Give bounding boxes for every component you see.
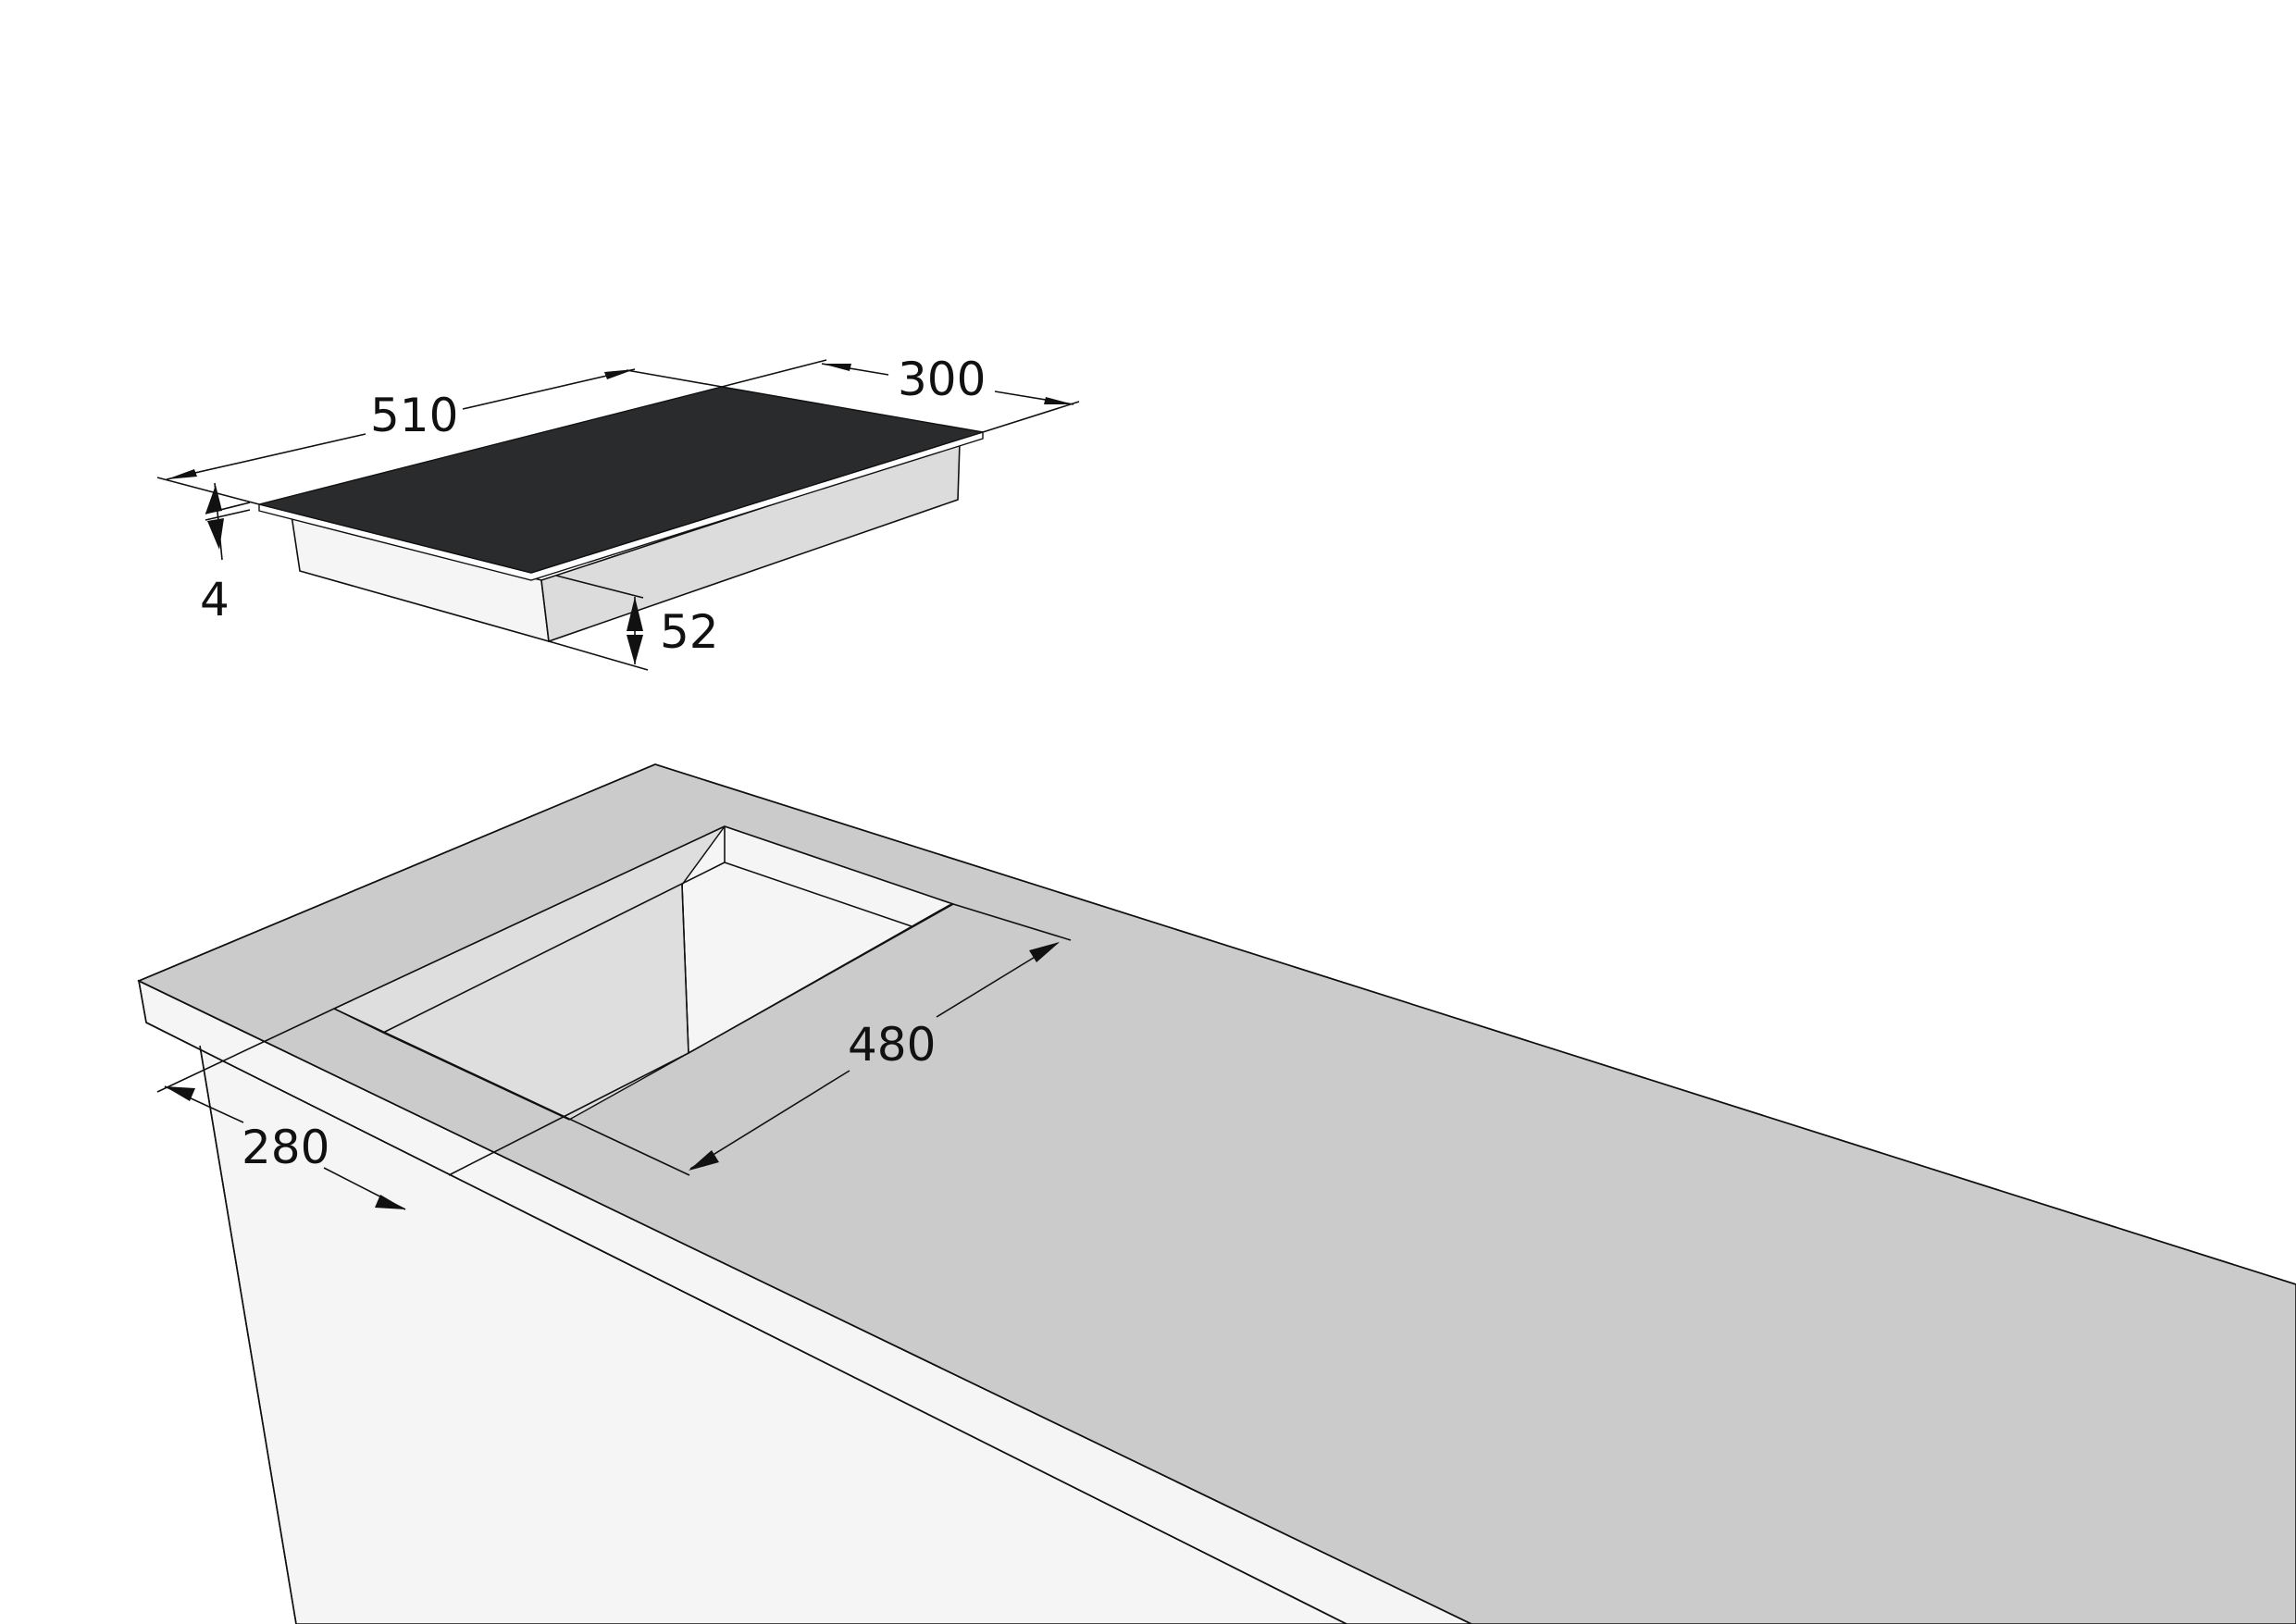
dimension-body-height: 52 — [548, 597, 719, 671]
arrowhead — [205, 485, 222, 514]
dimension-glass-thickness: 4 — [200, 482, 251, 626]
body-height-label: 52 — [660, 605, 719, 659]
dimension-hob-width: 510 — [156, 368, 723, 505]
arrowhead — [207, 518, 224, 550]
arrowhead — [627, 635, 643, 664]
arrowhead — [689, 1150, 719, 1171]
dimension-hob-depth: 300 — [721, 353, 1080, 433]
cutout-length-label: 480 — [848, 1018, 936, 1072]
countertop-assembly — [137, 763, 2296, 1624]
arrowhead — [165, 1086, 195, 1101]
dimension-cutout-width: 280 — [156, 1008, 406, 1210]
hob-depth-label: 300 — [898, 353, 986, 406]
arrowhead — [604, 369, 635, 379]
hob-width-label: 510 — [370, 389, 458, 442]
cutout-width-label: 280 — [242, 1121, 329, 1174]
arrowhead — [1029, 942, 1060, 962]
arrowhead — [167, 469, 197, 479]
countertop-cutout — [332, 825, 956, 1176]
arrowhead — [375, 1195, 405, 1209]
glass-thickness-label: 4 — [200, 573, 230, 626]
arrowhead — [822, 364, 851, 371]
arrowhead — [627, 597, 643, 631]
hob — [258, 386, 984, 643]
arrowhead — [1044, 397, 1074, 404]
dimension-cutout-length: 480 — [689, 903, 1072, 1171]
